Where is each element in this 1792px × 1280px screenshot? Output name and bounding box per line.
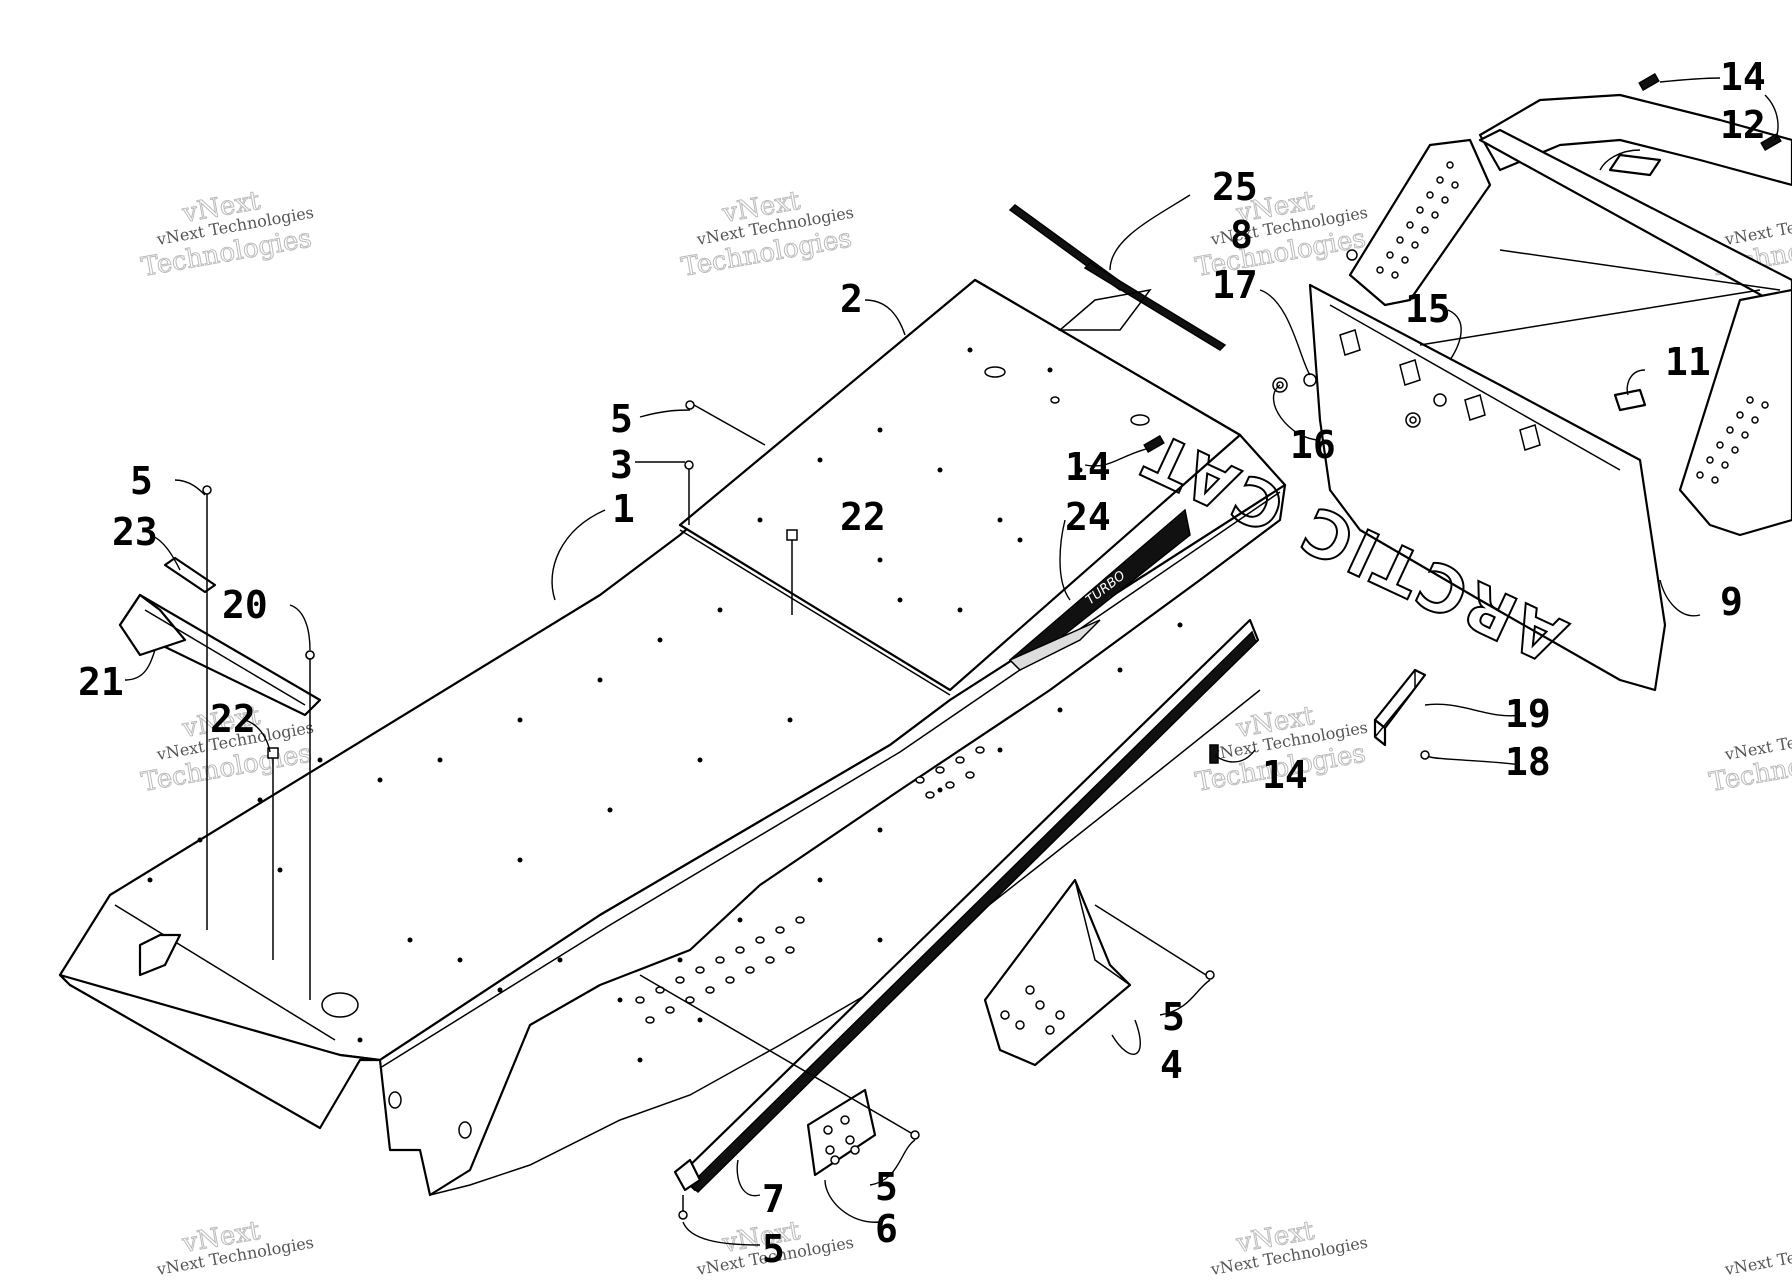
bracket-part: [983, 878, 1132, 1067]
left-bracket-part: [118, 556, 322, 717]
rivet-icon: [305, 650, 315, 660]
deck-plate-edge: [679, 529, 951, 696]
callout-2: 2: [840, 277, 863, 321]
bumper-handle-slot: [1608, 153, 1662, 177]
callout-12: 12: [1720, 103, 1766, 147]
decal-mesh: [1008, 619, 1101, 671]
callout-16: 16: [1290, 423, 1336, 467]
rear-bumper-part: [1348, 93, 1792, 537]
callout-14: 14: [1065, 445, 1111, 489]
nut-icon: [1405, 412, 1421, 428]
rivet-icon: [685, 400, 766, 446]
deck-slot: [984, 366, 1006, 378]
rivet-icon: [202, 485, 212, 930]
tunnel-perforations: [635, 746, 985, 1024]
callout-6: 6: [875, 1207, 898, 1251]
washer-icon: [1303, 373, 1317, 387]
watermark: vNext vNext Technologies Technologies: [1193, 185, 1370, 283]
nut-icon: [1346, 249, 1358, 261]
rivet-icon: [684, 460, 694, 525]
callout-5: 5: [1162, 995, 1185, 1039]
snow-flap: [1308, 283, 1667, 692]
decal-strip: [1083, 262, 1227, 351]
bracket-plate: [983, 878, 1132, 1067]
watermark: vNext Technologies: [1722, 1233, 1792, 1279]
watermark: vNext vNext Technologies Technologies: [139, 185, 316, 283]
callout-14: 14: [1262, 753, 1308, 797]
bumper-perforations: [1376, 161, 1769, 484]
small-plate: [806, 1088, 877, 1177]
callout-11: 11: [1665, 340, 1711, 384]
callout-8: 8: [1230, 213, 1253, 257]
running-board-strip: [688, 630, 1257, 1194]
tunnel-crease: [114, 491, 1281, 1069]
callout-22: 22: [210, 697, 256, 741]
running-board: [673, 618, 1260, 1194]
leader-lines: [124, 77, 1779, 1246]
bolt-icon: [1209, 744, 1219, 764]
callout-19: 19: [1505, 692, 1551, 736]
rivet-icon: [678, 1195, 688, 1220]
tunnel-access-hole: [458, 1121, 472, 1139]
callout-5: 5: [610, 397, 633, 441]
callout-21: 21: [78, 660, 124, 704]
tunnel-right-wall: [378, 483, 1287, 1197]
callout-25: 25: [1212, 165, 1258, 209]
tunnel-flange: [429, 689, 1261, 1196]
tunnel-access-hole: [321, 992, 359, 1018]
rivet-icon: [1420, 750, 1430, 760]
callout-9: 9: [1720, 580, 1743, 624]
callout-15: 15: [1405, 287, 1451, 331]
tunnel-access-hole: [388, 1091, 402, 1109]
rivet-icon: [1094, 904, 1215, 980]
callout-23: 23: [112, 510, 158, 554]
watermark: vNext vNext Technologies Technologies: [679, 185, 856, 283]
callout-1: 1: [612, 487, 635, 531]
plug-icon: [267, 747, 279, 960]
tunnel-left-wall: [58, 973, 382, 1130]
callout-3: 3: [610, 443, 633, 487]
washer-icon: [1433, 393, 1447, 407]
running-board-end: [673, 1158, 702, 1192]
callout-5: 5: [762, 1227, 785, 1271]
bumper-left-side: [1348, 138, 1492, 307]
bumper-crossbar: [1478, 128, 1792, 302]
callout-20: 20: [222, 583, 268, 627]
watermark: vNext Technologies Technologies: [1707, 718, 1792, 799]
bumper-line: [1499, 249, 1781, 291]
spacer-part: [1373, 668, 1427, 747]
spacer-block: [1373, 668, 1427, 730]
callout-18: 18: [1505, 740, 1551, 784]
callout-4: 4: [1160, 1043, 1183, 1087]
rivet-icon: [639, 974, 920, 1140]
watermark-layer: vNext vNext Technologies Technologies vN…: [139, 185, 1792, 1279]
callout-22: 22: [840, 495, 886, 539]
clip-nut-icon: [1613, 388, 1647, 412]
callout-5: 5: [130, 459, 153, 503]
callouts: 1 2 3 4 5 5 5 5 5 6 7 8 9 11 12 14 14 14…: [78, 55, 1766, 1271]
watermark-line1: vNext Technologies: [1722, 1233, 1792, 1279]
watermark: vNext vNext Technologies: [154, 1215, 315, 1279]
snow-flap-part: ARCTIC CAT: [1130, 283, 1667, 692]
plug-icon: [786, 529, 798, 615]
tunnel-notch: [138, 933, 182, 977]
callout-17: 17: [1212, 263, 1258, 307]
callout-24: 24: [1065, 495, 1111, 539]
bumper-right-side: [1678, 288, 1792, 537]
bumper-line: [1419, 289, 1761, 346]
decal-strips-part: [1008, 204, 1227, 351]
callout-7: 7: [762, 1177, 785, 1221]
flap-tabs: [1339, 329, 1541, 451]
fasteners: [202, 73, 1782, 1220]
plate-part: [806, 1088, 877, 1177]
callout-14: 14: [1720, 55, 1766, 99]
deck-plate: [678, 278, 1242, 692]
bolt-icon: [1638, 73, 1660, 91]
watermark: vNext vNext Technologies: [1208, 1215, 1369, 1279]
callout-5: 5: [875, 1165, 898, 1209]
rear-deck-plate: [678, 278, 1242, 696]
